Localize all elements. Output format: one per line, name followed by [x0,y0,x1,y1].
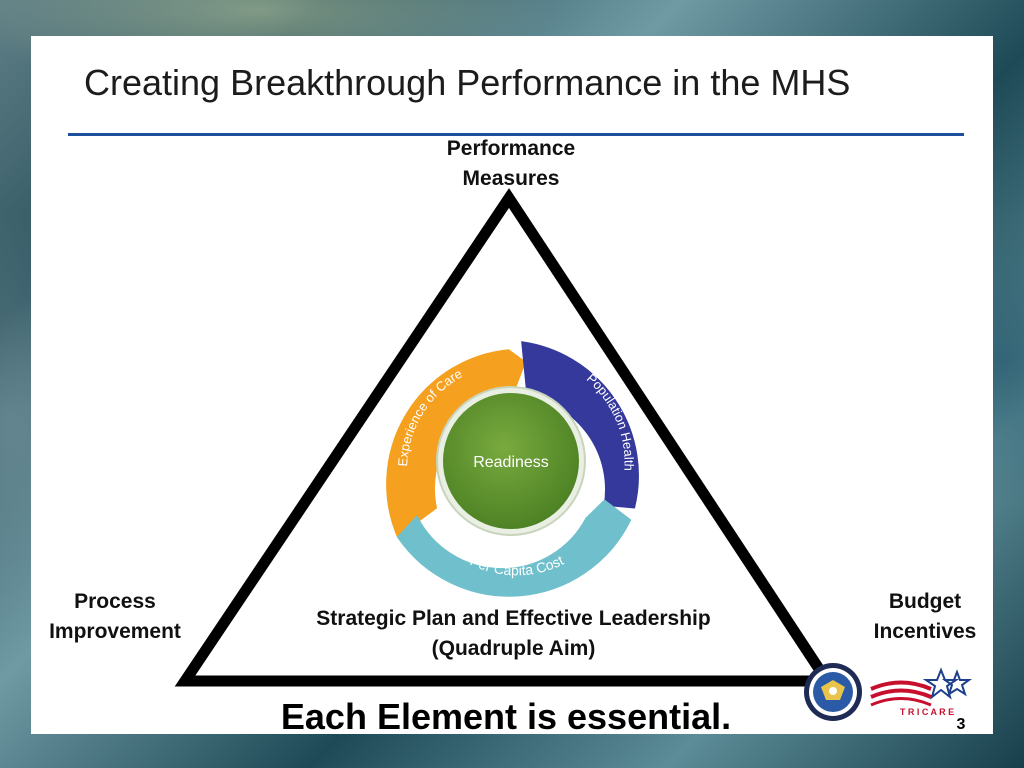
tricare-logo: T R I C A R E [870,667,973,717]
triangle-outline [174,188,838,687]
readiness-label: Readiness [473,454,549,471]
vertex-label-left: Process Improvement [49,590,181,643]
tricare-wordmark: T R I C A R E [900,707,954,717]
dod-seal-logo [804,663,862,721]
per-capita-cost-segment [396,499,632,597]
vertex-label-top: Performance Measures [446,137,576,190]
footer-statement: Each Element is essential. [280,696,732,737]
slide: Creating Breakthrough Performance in the… [31,36,993,737]
readiness-circle [443,393,579,529]
vertex-label-right: Budget Incentives [873,590,977,643]
slide-title: Creating Breakthrough Performance in the… [84,62,851,103]
quadruple-aim-diagram: Experience of Care Population Health Per… [174,188,973,721]
title-underline [68,133,964,136]
page-number: 3 [956,716,966,733]
base-label: Strategic Plan and Effective Leadership … [316,607,711,660]
